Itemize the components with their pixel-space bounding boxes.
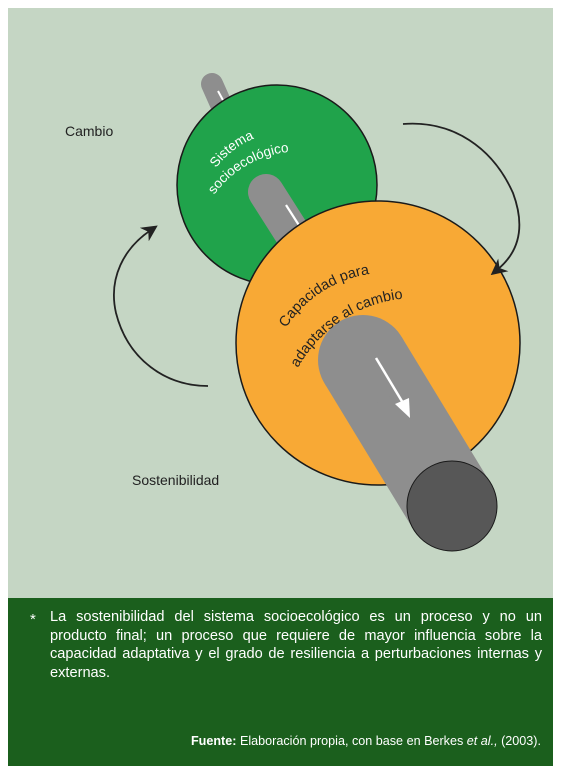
change-label: Cambio	[65, 123, 114, 139]
source-label: Fuente:	[190, 734, 237, 748]
source-text: Elaboración propia, con base en Berkes	[239, 734, 464, 748]
source-italic: et al.,	[466, 734, 498, 748]
source-year: (2003).	[501, 734, 541, 748]
figure-frame: Sistema socioecológico Capacidad para ad…	[8, 8, 553, 766]
diagram: Sistema socioecológico Capacidad para ad…	[8, 8, 553, 598]
footnote-text: La sostenibilidad del sistema socioecoló…	[50, 609, 542, 681]
source-line: Fuente: Elaboración propia, con base en …	[191, 734, 541, 748]
footnote-panel: * La sostenibilidad del sistema socioeco…	[8, 598, 553, 766]
footnote-marker: *	[30, 611, 36, 628]
gear-diagram-svg: Sistema socioecológico Capacidad para ad…	[113, 73, 521, 552]
large-shaft	[318, 315, 498, 552]
left-cycle-arrow	[113, 225, 209, 387]
sustainability-label: Sostenibilidad	[132, 472, 220, 488]
large-shaft-end	[406, 460, 498, 552]
right-cycle-arrow	[402, 122, 521, 276]
